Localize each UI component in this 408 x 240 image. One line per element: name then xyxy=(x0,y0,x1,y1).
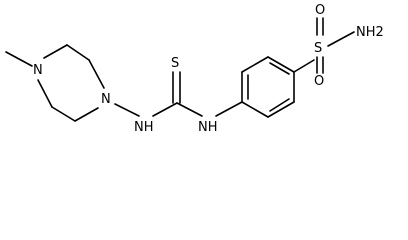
atom-oxygen-bottom: O xyxy=(314,74,324,89)
atom-amine-nh2: NH2 xyxy=(356,25,384,40)
atom-thio-s: S xyxy=(171,56,179,71)
atom-oxygen-top: O xyxy=(315,3,325,18)
bond-s-nh2 xyxy=(327,31,355,47)
atom-piperazine-n: N xyxy=(101,92,111,107)
bond-n-n xyxy=(114,103,140,117)
piperazine-ring xyxy=(37,44,105,122)
chemical-structure-diagram: N N NH S NH S O O NH2 xyxy=(5,3,384,135)
bond-nh-c xyxy=(152,102,178,117)
bond-nh-aryl xyxy=(215,101,243,117)
atom-aryl-nh: NH xyxy=(198,120,218,135)
atom-hydrazine-nh: NH xyxy=(134,120,154,135)
benzene-ring xyxy=(241,56,295,118)
bond-aryl-s xyxy=(293,59,315,73)
atom-sulfonyl-s: S xyxy=(314,41,322,56)
bond-methyl xyxy=(5,51,33,67)
bond-c-nh xyxy=(176,102,203,117)
atom-methyl-n: N xyxy=(33,63,43,78)
